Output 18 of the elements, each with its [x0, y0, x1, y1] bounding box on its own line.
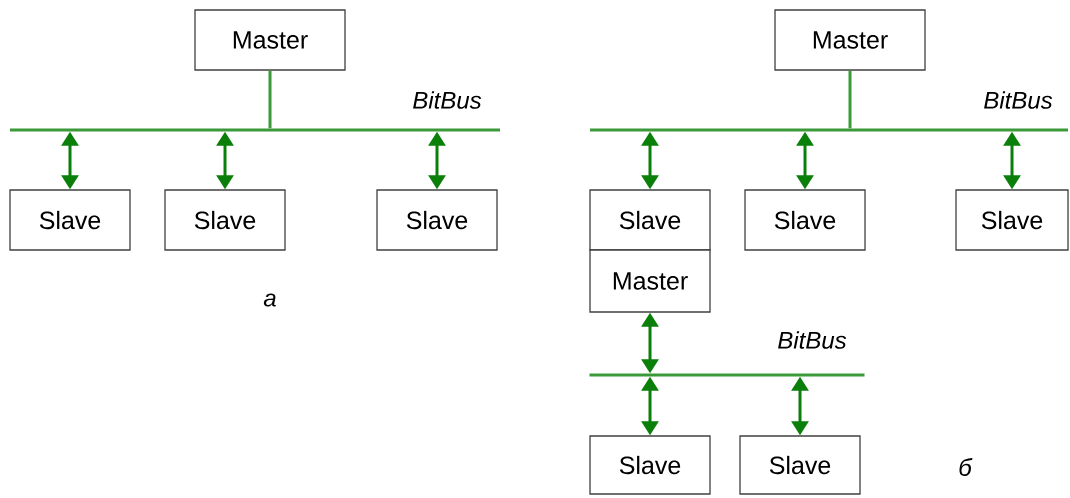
node-box: Slave: [376, 189, 498, 251]
node-box: Master: [589, 249, 711, 313]
node-box: Slave: [955, 189, 1069, 251]
bus-label: BitBus: [778, 331, 847, 349]
figure-letter: а: [263, 293, 276, 307]
node-box: Master: [194, 9, 346, 71]
bus-label: BitBus: [413, 91, 482, 109]
node-box: Slave: [589, 435, 711, 495]
node-box: Slave: [744, 189, 866, 251]
connector-line: [848, 70, 852, 129]
figure-letter: б: [959, 458, 973, 476]
bus-label: BitBus: [984, 91, 1053, 109]
node-box: Slave: [589, 189, 711, 251]
node-box: Slave: [739, 435, 861, 495]
node-box: Slave: [9, 189, 131, 251]
node-box: Slave: [164, 189, 286, 251]
node-box: Master: [774, 9, 926, 71]
connector-line: [268, 70, 272, 129]
